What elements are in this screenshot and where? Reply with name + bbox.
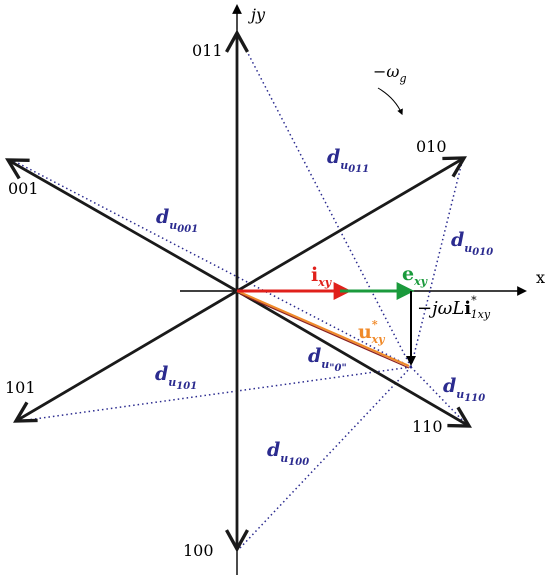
d100-label: du100: [267, 439, 309, 468]
drop-label: −jωLi*1xy: [417, 294, 491, 321]
d100-line: [239, 366, 412, 549]
current-label: ixy: [311, 264, 333, 289]
u-ref-vector-dark: [239, 293, 410, 369]
vector-001: [4, 158, 238, 293]
rotation-label: −ωg: [373, 62, 407, 85]
d011-label: du011: [327, 146, 369, 175]
state-label-110: 110: [412, 417, 443, 436]
d001-line: [11, 159, 412, 368]
state-label-011: 011: [192, 41, 223, 60]
d101-label: du101: [155, 363, 197, 392]
d010-label: du010: [451, 229, 493, 258]
x-axis-label: x: [536, 268, 545, 287]
d-labels: du011 du010 du001 du101 du"0" du110 du10…: [155, 146, 493, 468]
state-vectors: [4, 29, 472, 553]
vector-110: [236, 289, 472, 428]
d0-label: du"0": [308, 345, 347, 374]
d011-line: [239, 37, 412, 368]
d110-label: du110: [443, 375, 485, 404]
emf-label: exy: [402, 263, 429, 288]
d101-line: [19, 366, 412, 422]
vector-010: [236, 156, 467, 293]
vector-101: [13, 289, 238, 423]
d010-line: [410, 157, 464, 368]
state-label-010: 010: [416, 137, 447, 156]
state-label-100: 100: [183, 541, 214, 560]
rotation-arrow: [377, 87, 403, 116]
u-ref-vector: [236, 289, 410, 368]
u-ref-label: u*xy: [358, 318, 386, 346]
y-axis-label: jy: [248, 5, 266, 24]
d001-label: du001: [156, 206, 198, 235]
state-label-001: 001: [8, 179, 39, 198]
state-label-101: 101: [5, 378, 36, 397]
